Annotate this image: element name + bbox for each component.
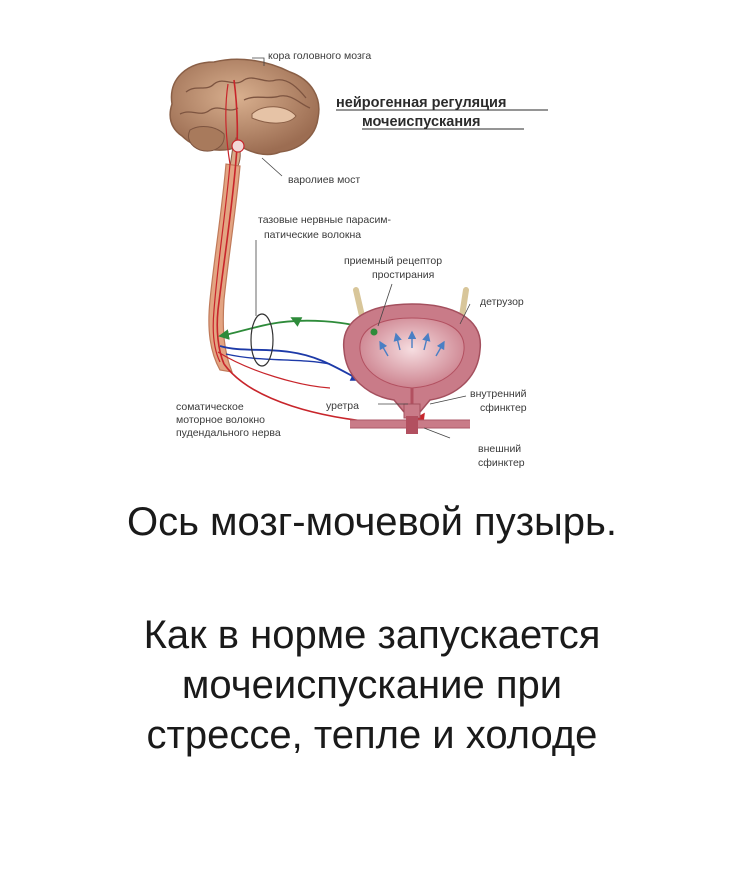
label-internal-1: внутренний	[470, 388, 527, 400]
page-subtitle: Как в норме запускается мочеиспускание п…	[0, 610, 744, 760]
diagram-title-line1: нейрогенная регуляция	[336, 95, 506, 111]
label-somatic-3: пудендального нерва	[176, 427, 281, 439]
green-nerve-branch	[290, 317, 303, 327]
right-ureter	[459, 287, 469, 319]
stretch-arrows	[379, 330, 445, 357]
leader-lines	[252, 57, 471, 439]
stretch-receptor	[370, 328, 378, 336]
label-somatic-1: соматическое	[176, 401, 244, 413]
subtitle-line-1: Как в норме запускается	[143, 613, 601, 657]
label-pons: варолиев мост	[288, 174, 360, 186]
label-pelvic-1: тазовые нервные парасим-	[258, 214, 392, 226]
urination-regulation-diagram: нейрогенная регуляция мочеиспускания кор…	[169, 50, 548, 469]
brain	[169, 58, 320, 167]
left-ureter	[353, 287, 365, 319]
label-external-1: внешний	[478, 443, 521, 455]
label-urethra: уретра	[326, 400, 359, 412]
subtitle-line-3: стрессе, тепле и холоде	[146, 713, 598, 757]
label-pelvic-2: патические волокна	[264, 229, 361, 241]
urethra	[350, 403, 470, 434]
label-receptor-2: простирания	[372, 269, 434, 281]
label-receptor-1: приемный рецептор	[344, 255, 442, 267]
label-external-2: сфинктер	[478, 457, 525, 469]
label-detrusor: детрузор	[480, 296, 524, 308]
bladder	[343, 303, 481, 413]
label-somatic-2: моторное волокно	[176, 414, 265, 426]
diagram-title-line2: мочеиспускания	[362, 114, 480, 130]
pelvic-fibers-marker	[250, 313, 274, 367]
blue-nerve-branch	[225, 353, 331, 365]
label-internal-2: сфинктер	[480, 402, 527, 414]
subtitle-line-2: мочеиспускание при	[181, 663, 563, 707]
blue-nerve	[219, 345, 362, 381]
page-title: Ось мозг-мочевой пузырь.	[126, 500, 618, 544]
label-cortex: кора головного мозга	[268, 50, 371, 62]
